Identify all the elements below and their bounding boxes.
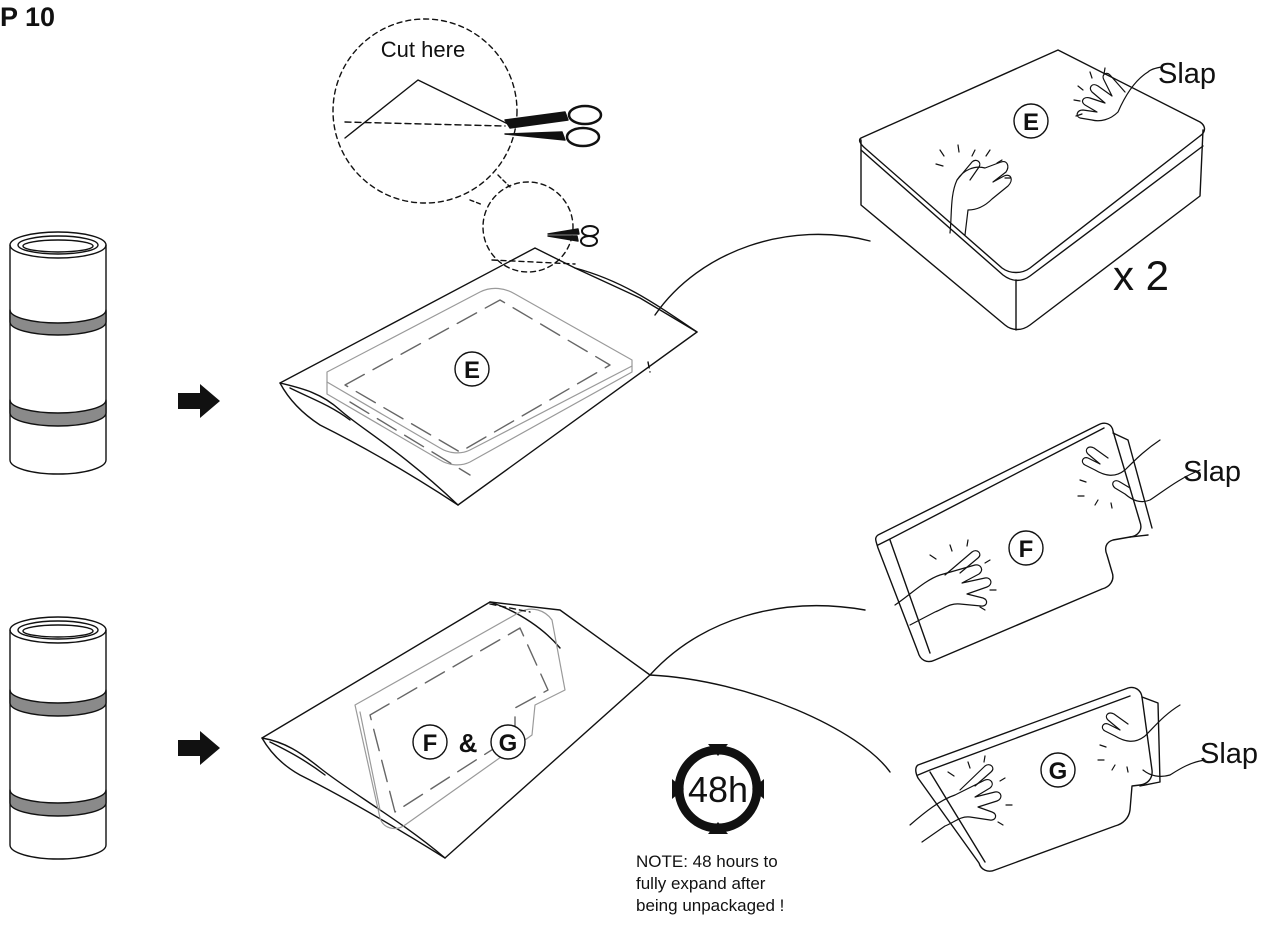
step-title: P 10 [0, 2, 56, 32]
cut-detail-magnifier [332, 18, 576, 273]
svg-text:&: & [459, 728, 478, 758]
svg-text:G: G [499, 730, 518, 757]
hand-icon [1077, 439, 1201, 509]
part-label-f-g: F & G [412, 724, 526, 760]
note-line-1: NOTE: 48 hours to [636, 852, 778, 871]
part-label-e-bag: E [454, 351, 490, 387]
hand-icon [1073, 66, 1163, 122]
timer-label: 48h [688, 769, 748, 810]
note-line-3: being unpackaged ! [636, 896, 785, 915]
slap-label-g: Slap [1200, 738, 1259, 770]
right-arrow-icon [178, 731, 220, 765]
cut-here-label: Cut here [381, 37, 465, 62]
mattress-e [858, 49, 1206, 331]
scissors-icon [547, 225, 599, 247]
quantity-multiplier: x 2 [1113, 252, 1170, 299]
hand-icon [909, 755, 1013, 843]
svg-text:F: F [423, 730, 438, 757]
note-line-2: fully expand after [636, 874, 766, 893]
svg-text:G: G [1049, 758, 1068, 785]
expansion-note: NOTE: 48 hours to fully expand after bei… [636, 851, 836, 917]
clock-icon: 48h [672, 744, 764, 834]
part-label-f: F [1008, 530, 1044, 566]
mattress-g [915, 686, 1161, 872]
hand-icon [935, 144, 1012, 236]
scissors-icon [504, 104, 603, 148]
bag-f-g [261, 601, 891, 859]
slap-label-f: Slap [1183, 456, 1242, 488]
bag-e [279, 233, 871, 506]
rolled-package-top [9, 231, 107, 475]
part-label-g: G [1040, 752, 1076, 788]
mattress-f [875, 422, 1153, 663]
hand-icon [894, 539, 997, 626]
svg-text:E: E [464, 357, 480, 384]
right-arrow-icon [178, 384, 220, 418]
part-label-e-top: E [1013, 103, 1049, 139]
svg-text:F: F [1019, 536, 1034, 563]
hand-icon [1097, 704, 1206, 777]
svg-text:E: E [1023, 109, 1039, 136]
rolled-package-bottom [9, 616, 107, 860]
slap-label-e: Slap [1158, 58, 1217, 90]
